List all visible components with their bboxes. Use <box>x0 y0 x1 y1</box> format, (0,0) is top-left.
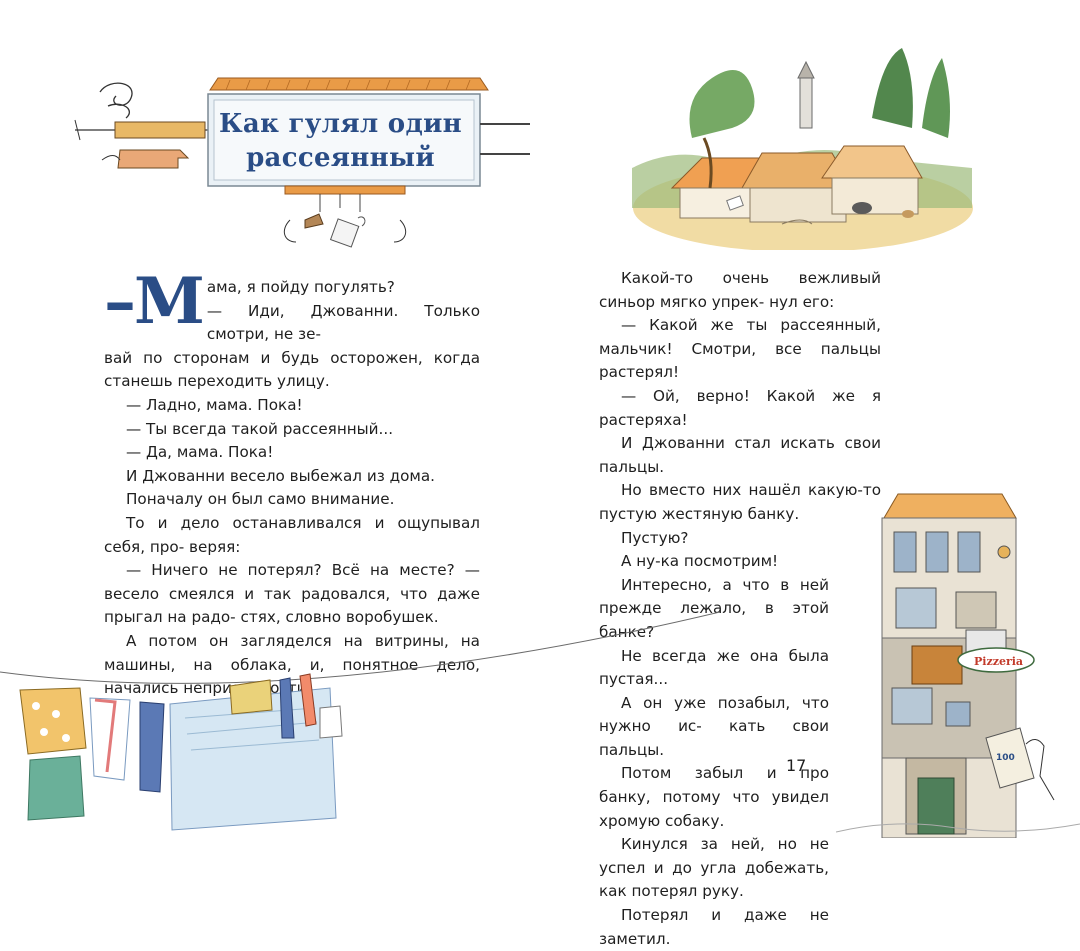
paragraph: А он уже позабыл, что нужно ис- кать сво… <box>599 693 829 759</box>
chapter-title-line-1: Как гулял один <box>218 109 462 139</box>
paragraph: — Да, мама. Пока! <box>126 443 274 462</box>
paragraph: Пустую? <box>621 528 689 547</box>
title-sign-illustration <box>74 77 530 248</box>
paragraph: Кинулся за ней, но не успел и до угла до… <box>599 835 829 901</box>
pizzeria-illustration: Pizzeria 100 <box>836 493 1080 838</box>
dropcap-letter: М <box>134 264 205 339</box>
paragraph: А ну-ка посмотрим! <box>621 552 779 571</box>
page-number: 17 <box>786 756 807 775</box>
left-page-text: –М ама, я пойду погулять? — Иди, Джованн… <box>104 270 480 701</box>
paragraph: — Ладно, мама. Пока! <box>126 395 303 414</box>
paragraph: — Ты всегда такой рассеянный... <box>126 419 394 438</box>
pizzeria-sign: Pizzeria <box>974 655 1023 668</box>
paragraph: — Ничего не потерял? Всё на месте? — вес… <box>104 561 480 627</box>
dropcap-dash: – <box>104 264 136 339</box>
paragraph: Потом забыл и про банку, потому что увид… <box>599 764 829 830</box>
paragraph: — Какой же ты рассеянный, мальчик! Смотр… <box>599 316 881 382</box>
paragraph: Не всегда же она была пустая... <box>599 646 829 689</box>
paragraph: Интересно, а что в ней прежде лежало, в … <box>599 575 829 641</box>
chapter-title: Как гулял один рассеянный <box>208 98 473 184</box>
dropcap-paragraph: –М ама, я пойду погулять? — Иди, Джованн… <box>104 270 480 347</box>
paragraph: Какой-то очень вежливый синьор мягко упр… <box>599 269 881 311</box>
paragraph: — Ой, верно! Какой же я растеряха! <box>599 386 881 429</box>
paragraph: Поначалу он был само внимание. <box>126 490 395 509</box>
chapter-title-line-2: рассеянный <box>246 143 435 173</box>
laundry-line-illustration <box>0 611 720 831</box>
book-spread: Как гулял один рассеянный –М ама, я пойд… <box>0 48 1080 948</box>
paragraph: То и дело останавливался и ощупывал себя… <box>104 513 480 556</box>
paragraph: И Джованни стал искать свои пальцы. <box>599 434 881 476</box>
dropcap: –М <box>104 270 205 334</box>
lead-continuation: вай по сторонам и будь осторожен, когда … <box>104 348 480 391</box>
paragraph: Потерял и даже не заметил. <box>599 906 829 948</box>
paragraph: И Джованни весело выбежал из дома. <box>126 466 435 485</box>
town-illustration <box>632 48 973 250</box>
lead-line-2: — Иди, Джованни. Только смотри, не зе- <box>206 301 480 344</box>
lead-line-1: ама, я пойду погулять? <box>206 278 395 296</box>
paragraph: Но вместо них нашёл какую-то пустую жест… <box>599 481 881 523</box>
price-sign: 100 <box>996 753 1015 763</box>
